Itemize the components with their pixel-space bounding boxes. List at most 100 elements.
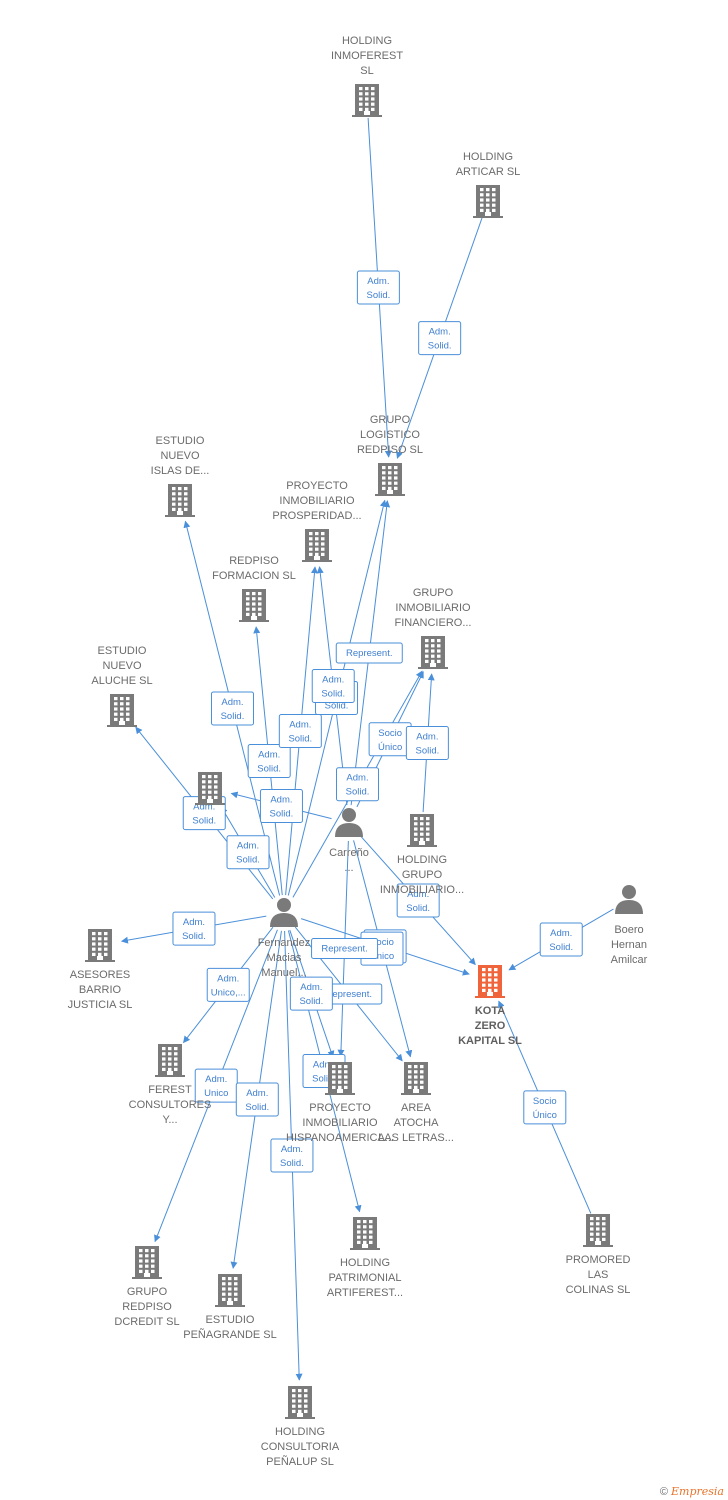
relation-label-box[interactable] xyxy=(356,270,400,305)
relation-label[interactable]: Represent. xyxy=(335,642,403,664)
building-window xyxy=(414,822,418,826)
relation-label[interactable]: Adm.Solid. xyxy=(336,767,380,802)
building-window xyxy=(258,607,262,611)
relation-label-box[interactable] xyxy=(206,967,250,1002)
relation-label-box[interactable] xyxy=(289,976,333,1011)
relation-label-box[interactable] xyxy=(278,713,322,748)
building-window xyxy=(590,1227,594,1231)
building-window xyxy=(357,1240,361,1244)
node-carreno[interactable]: Carreño... xyxy=(329,808,369,874)
relation-label-box[interactable] xyxy=(247,743,291,778)
building-window xyxy=(228,1297,232,1301)
relation-label[interactable]: Adm.Solid. xyxy=(289,976,333,1011)
relation-label-box[interactable] xyxy=(311,668,355,703)
relation-label[interactable]: Adm.Solid. xyxy=(270,1138,314,1173)
relation-label[interactable]: Adm.Solid. xyxy=(539,922,583,957)
building-window xyxy=(365,107,369,111)
node-proyecto-prosperidad[interactable]: PROYECTOINMOBILIARIOPROSPERIDAD... xyxy=(272,480,362,562)
node-r-sl[interactable] xyxy=(195,772,225,805)
relation-label[interactable]: Adm.Solid. xyxy=(396,883,440,918)
node-holding-patrimonial[interactable]: HOLDINGPATRIMONIALARTIFEREST... xyxy=(327,1217,403,1299)
building-window xyxy=(431,659,435,663)
node-label: PATRIMONIAL xyxy=(329,1272,402,1284)
building-window xyxy=(309,542,313,546)
brand-logo[interactable]: Empresia xyxy=(671,1485,724,1498)
relation-label-box[interactable] xyxy=(172,911,216,946)
building-window xyxy=(408,1080,412,1084)
building-window xyxy=(596,1227,600,1231)
relation-label-box[interactable] xyxy=(405,725,449,760)
relation-label[interactable]: Adm.Solid. xyxy=(356,270,400,305)
relation-label[interactable]: Adm.Solid. xyxy=(278,713,322,748)
relation-label[interactable]: Adm.Solid. xyxy=(226,835,270,870)
node-label: DCREDIT SL xyxy=(114,1316,179,1328)
relation-label[interactable]: Represent. xyxy=(311,938,379,960)
relation-label-box[interactable] xyxy=(523,1090,567,1125)
relation-label-text: Adm. xyxy=(300,982,322,993)
relation-label[interactable]: Adm.Solid. xyxy=(247,743,291,778)
building-window xyxy=(172,492,176,496)
building-window xyxy=(92,952,96,956)
relation-label[interactable]: Adm.Solid. xyxy=(259,788,303,823)
building-door xyxy=(314,556,320,561)
node-holding-grupo[interactable]: HOLDINGGRUPOINMOBILIARIO... xyxy=(380,814,464,896)
node-grupo-inmobiliario[interactable]: GRUPOINMOBILIARIOFINANCIERO... xyxy=(394,587,472,669)
relation-label-box[interactable] xyxy=(226,835,270,870)
relation-label[interactable]: Adm.Solid. xyxy=(405,725,449,760)
relation-label[interactable]: Adm.Unico,... xyxy=(206,967,250,1002)
relation-label-box[interactable] xyxy=(259,788,303,823)
relation-label-box[interactable] xyxy=(311,938,379,960)
node-fernandez[interactable]: FernandezMaciasManuel... xyxy=(258,898,311,979)
relation-label-box[interactable] xyxy=(270,1138,314,1173)
node-ferest[interactable]: FERESTCONSULTORESY... xyxy=(129,1044,212,1126)
node-label: ESTUDIO xyxy=(206,1314,255,1326)
relation-label-box[interactable] xyxy=(210,691,254,726)
relation-label-text: Solid. xyxy=(346,787,370,798)
building-window xyxy=(338,1080,342,1084)
relation-label-box[interactable] xyxy=(418,321,462,356)
relation-label[interactable]: Adm.Unico xyxy=(194,1068,238,1103)
relation-label-box[interactable] xyxy=(396,883,440,918)
relation-label[interactable]: Adm.Solid. xyxy=(172,911,216,946)
relation-label-box[interactable] xyxy=(336,767,380,802)
relation-label[interactable]: Adm.Solid. xyxy=(418,321,462,356)
building-window xyxy=(321,537,325,541)
relation-label-box[interactable] xyxy=(335,642,403,664)
building-window xyxy=(162,1062,166,1066)
building-window xyxy=(162,1052,166,1056)
relation-label[interactable]: Adm.Solid. xyxy=(210,691,254,726)
relation-label[interactable]: Adm.Solid. xyxy=(311,668,355,703)
building-window xyxy=(492,188,496,192)
relation-label-text: Adm. xyxy=(429,327,451,338)
node-proyecto-hispano[interactable]: PROYECTOINMOBILIARIOHISPANOAMERICA... xyxy=(286,1062,394,1144)
relation-label-box[interactable] xyxy=(539,922,583,957)
building-window xyxy=(363,1230,367,1234)
building-door xyxy=(207,799,213,804)
relation-label-box[interactable] xyxy=(235,1082,279,1117)
building-window xyxy=(98,947,102,951)
building-window xyxy=(252,592,256,596)
building-window xyxy=(420,822,424,826)
building-window xyxy=(162,1057,166,1061)
building-window xyxy=(371,107,375,111)
building-door xyxy=(177,511,183,516)
building-window xyxy=(298,1389,302,1393)
relation-label[interactable]: Adm.Solid. xyxy=(235,1082,279,1117)
relation-label-text: Adm. xyxy=(217,973,239,984)
